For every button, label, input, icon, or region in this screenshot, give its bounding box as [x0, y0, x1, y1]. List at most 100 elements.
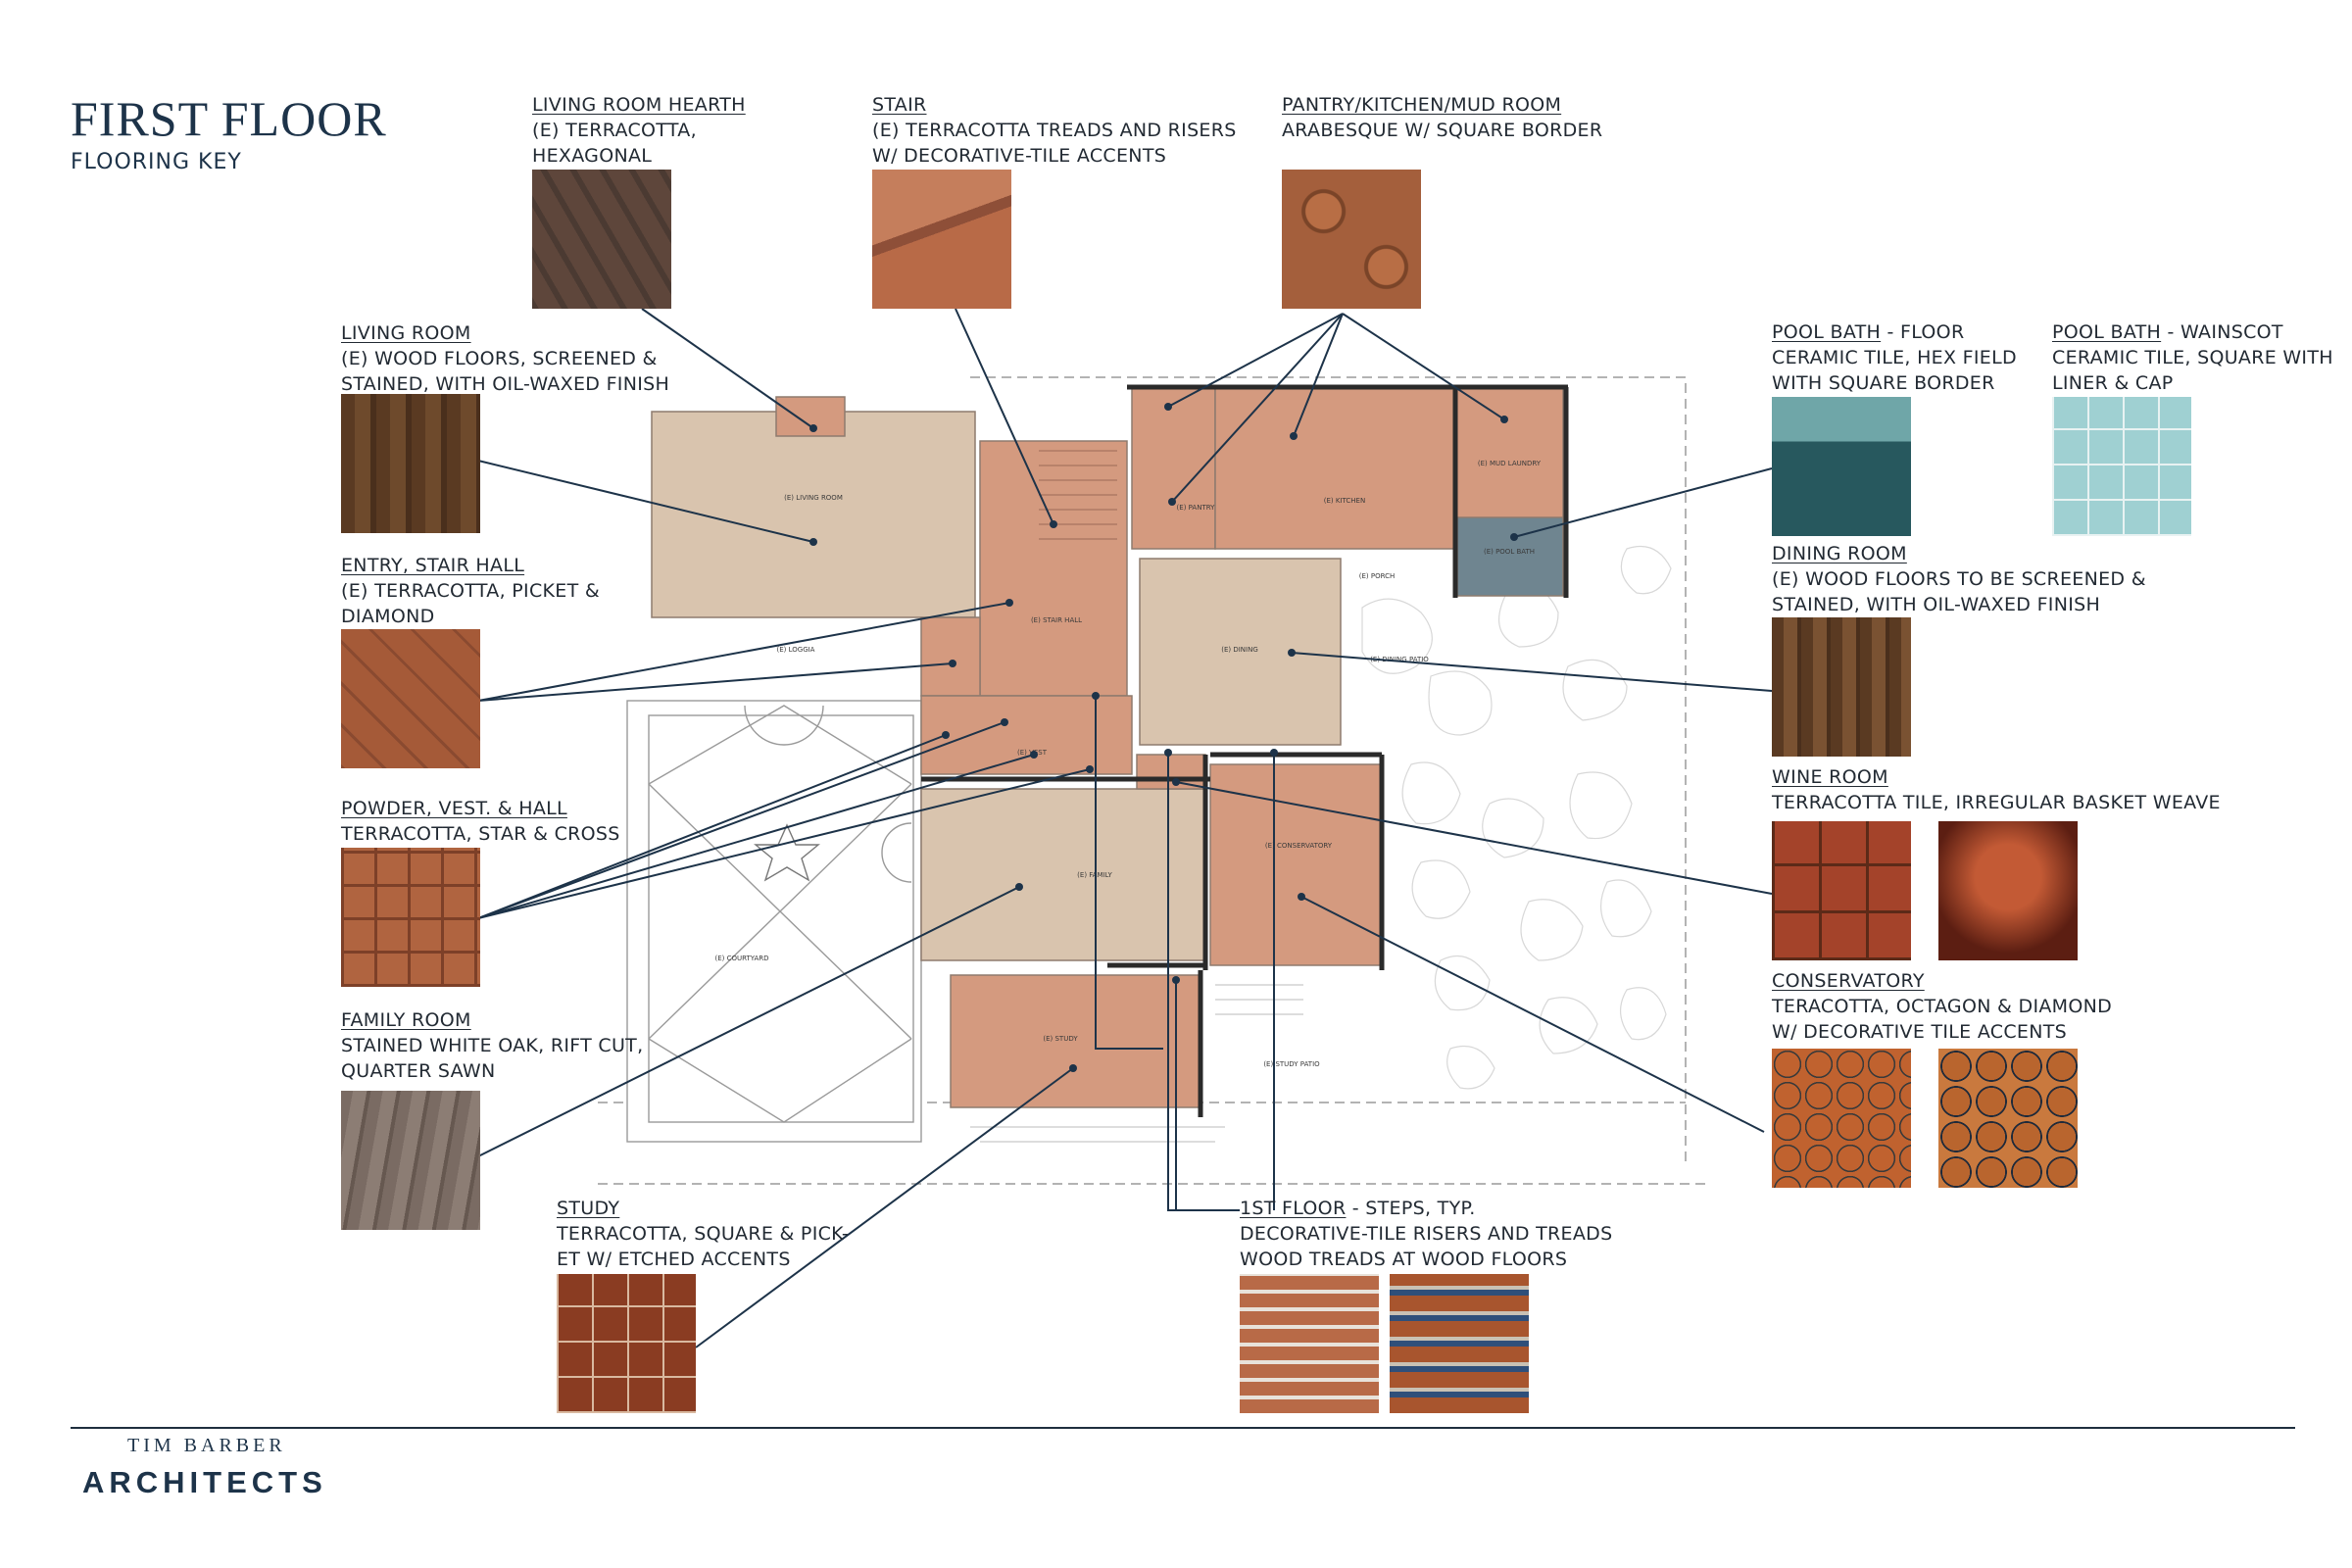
- swatch-steps-2: [1390, 1274, 1529, 1413]
- swatch-basket-weave-1: [1772, 821, 1911, 960]
- key-heading: PANTRY/KITCHEN/MUD ROOM: [1282, 94, 1562, 116]
- key-stair: STAIR (E) TERRACOTTA TREADS AND RISERS W…: [872, 92, 1237, 169]
- plan-label-courtyard: (E) COURTYARD: [714, 955, 768, 962]
- swatch-white-oak: [341, 1091, 480, 1230]
- swatch-star-cross: [341, 848, 480, 987]
- room-labels: (E) LIVING ROOM (E) STAIR HALL (E) KITCH…: [714, 460, 1541, 1068]
- walls: [921, 384, 1569, 1117]
- footer-rule: [71, 1427, 2295, 1429]
- swatch-hex-terracotta: [532, 170, 671, 309]
- key-entry: ENTRY, STAIR HALL (E) TERRACOTTA, PICKET…: [341, 553, 600, 629]
- swatch-square-picket: [557, 1274, 696, 1413]
- key-pool-wainscot: POOL BATH - WAINSCOT CERAMIC TILE, SQUAR…: [2052, 319, 2333, 396]
- leader-lines: [477, 308, 1773, 1348]
- key-line: HEXAGONAL: [532, 145, 653, 167]
- key-steps: 1ST FLOOR - STEPS, TYP. DECORATIVE-TILE …: [1240, 1196, 1612, 1272]
- swatch-basket-weave-2: [1938, 821, 2078, 960]
- key-line: CERAMIC TILE, SQUARE WITH: [2052, 347, 2333, 368]
- swatch-arabesque: [1282, 170, 1421, 309]
- key-line: (E) TERRACOTTA, PICKET &: [341, 580, 600, 602]
- swatch-octagon-1: [1772, 1049, 1911, 1188]
- room-powder: [920, 695, 1133, 775]
- key-line: WITH SQUARE BORDER: [1772, 372, 1995, 394]
- room-kitchen: [1214, 386, 1456, 550]
- plan-label-kitchen: (E) KITCHEN: [1324, 497, 1365, 505]
- key-heading: 1ST FLOOR: [1240, 1198, 1347, 1219]
- key-line: W/ DECORATIVE TILE ACCENTS: [1772, 1021, 2068, 1043]
- swatch-hex-ceramic: [1772, 397, 1911, 536]
- key-line: LINER & CAP: [2052, 372, 2174, 394]
- plan-label-mud-laundry: (E) MUD LAUNDRY: [1478, 460, 1542, 467]
- key-heading: STAIR: [872, 94, 927, 116]
- key-line: ARABESQUE W/ SQUARE BORDER: [1282, 120, 1603, 141]
- plan-label-stair-hall: (E) STAIR HALL: [1031, 616, 1082, 624]
- key-line: ET W/ ETCHED ACCENTS: [557, 1249, 791, 1270]
- key-dining: DINING ROOM (E) WOOD FLOORS TO BE SCREEN…: [1772, 541, 2146, 617]
- page-title: FIRST FLOOR: [71, 91, 387, 146]
- key-line: (E) WOOD FLOORS, SCREENED &: [341, 348, 658, 369]
- key-heading: LIVING ROOM HEARTH: [532, 94, 746, 116]
- plan-label-study: (E) STUDY: [1043, 1035, 1078, 1043]
- plan-label-pantry: (E) PANTRY: [1177, 504, 1216, 512]
- plan-label-living: (E) LIVING ROOM: [784, 494, 843, 502]
- key-heading: POWDER, VEST. & HALL: [341, 798, 567, 819]
- key-line: TERRACOTTA, STAR & CROSS: [341, 823, 620, 845]
- room-wine: [1136, 754, 1206, 790]
- key-powder: POWDER, VEST. & HALL TERRACOTTA, STAR & …: [341, 796, 620, 847]
- key-heading: WINE ROOM: [1772, 766, 1888, 788]
- swatch-stair-treads: [872, 170, 1011, 309]
- room-entry: [920, 616, 981, 697]
- key-heading-suffix: - STEPS, TYP.: [1346, 1198, 1476, 1219]
- room-living: [651, 411, 976, 618]
- key-line: STAINED, WITH OIL-WAXED FINISH: [1772, 594, 2101, 615]
- key-line: TERACOTTA, OCTAGON & DIAMOND: [1772, 996, 2113, 1017]
- plan-label-loggia: (E) LOGGIA: [777, 646, 815, 654]
- courtyard: [626, 700, 922, 1143]
- room-study: [950, 974, 1201, 1108]
- key-line: WOOD TREADS AT WOOD FLOORS: [1240, 1249, 1568, 1270]
- swatch-wood-floor: [341, 394, 480, 533]
- leader-dots: [809, 403, 1518, 1072]
- plan-label-conservatory: (E) CONSERVATORY: [1265, 842, 1333, 850]
- key-line: DIAMOND: [341, 606, 435, 627]
- key-line: (E) WOOD FLOORS TO BE SCREENED &: [1772, 568, 2146, 590]
- swatch-picket-diamond: [341, 629, 480, 768]
- key-line: (E) TERRACOTTA TREADS AND RISERS: [872, 120, 1237, 141]
- key-line: (E) TERRACOTTA,: [532, 120, 697, 141]
- rooms: [651, 386, 1564, 1108]
- key-heading: STUDY: [557, 1198, 620, 1219]
- key-heading: FAMILY ROOM: [341, 1009, 471, 1031]
- key-wine: WINE ROOM TERRACOTTA TILE, IRREGULAR BAS…: [1772, 764, 2221, 815]
- swatch-dining-wood: [1772, 617, 1911, 757]
- swatch-steps-1: [1240, 1274, 1379, 1413]
- key-line: STAINED, WITH OIL-WAXED FINISH: [341, 373, 670, 395]
- key-heading: DINING ROOM: [1772, 543, 1907, 564]
- key-line: W/ DECORATIVE-TILE ACCENTS: [872, 145, 1167, 167]
- key-line: STAINED WHITE OAK, RIFT CUT,: [341, 1035, 644, 1056]
- key-line: QUARTER SAWN: [341, 1060, 496, 1082]
- key-line: DECORATIVE-TILE RISERS AND TREADS: [1240, 1223, 1613, 1245]
- brand-name-top: TIM BARBER: [127, 1435, 286, 1456]
- key-living-hearth: LIVING ROOM HEARTH (E) TERRACOTTA, HEXAG…: [532, 92, 746, 169]
- key-heading-suffix: - WAINSCOT: [2161, 321, 2283, 343]
- key-pool-floor: POOL BATH - FLOOR CERAMIC TILE, HEX FIEL…: [1772, 319, 2017, 396]
- plan-label-dining: (E) DINING: [1221, 646, 1258, 654]
- key-heading: ENTRY, STAIR HALL: [341, 555, 525, 576]
- plan-label-pool-bath: (E) POOL BATH: [1484, 548, 1535, 556]
- room-dining: [1139, 558, 1342, 746]
- plan-label-porch: (E) PORCH: [1359, 572, 1396, 580]
- page-subtitle: FLOORING KEY: [71, 150, 242, 174]
- swatch-octagon-2: [1938, 1049, 2078, 1188]
- key-heading: POOL BATH: [2052, 321, 2162, 343]
- key-conservatory: CONSERVATORY TERACOTTA, OCTAGON & DIAMON…: [1772, 968, 2112, 1045]
- key-pantry: PANTRY/KITCHEN/MUD ROOM ARABESQUE W/ SQU…: [1282, 92, 1602, 143]
- room-family: [920, 788, 1206, 961]
- key-heading: LIVING ROOM: [341, 322, 471, 344]
- key-line: TERRACOTTA, SQUARE & PICK-: [557, 1223, 850, 1245]
- patio-stone-pattern: [1361, 545, 1672, 1090]
- key-heading-suffix: - FLOOR: [1881, 321, 1965, 343]
- brand-name-bottom: ARCHITECTS: [82, 1465, 327, 1499]
- room-pool-bath: [1456, 516, 1564, 597]
- key-family: FAMILY ROOM STAINED WHITE OAK, RIFT CUT,…: [341, 1007, 643, 1084]
